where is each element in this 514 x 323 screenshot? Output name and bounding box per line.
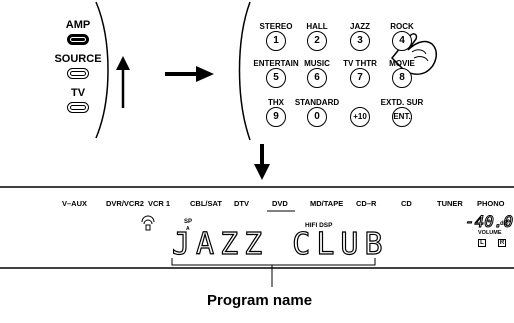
key-6[interactable]: 6 [307, 68, 327, 88]
remote-sensor-body [146, 225, 150, 230]
volume-label: VOLUME [478, 230, 502, 236]
source-v-aux: V–AUX [62, 199, 87, 208]
source-phono: PHONO [477, 199, 505, 208]
program-name-display: JAZZ CLUB [172, 227, 389, 262]
key-plus10[interactable]: +10 [350, 107, 370, 127]
source-tuner: TUNER [437, 199, 463, 208]
source-md-tape: MD/TAPE [310, 199, 343, 208]
source-dtv: DTV [234, 199, 249, 208]
source-cbl-sat: CBL/SAT [190, 199, 222, 208]
key-label-standard: STANDARD [289, 98, 345, 107]
key-4[interactable]: 4 [392, 31, 412, 51]
down-arrow-head [254, 164, 270, 180]
source-cd-r: CD–R [356, 199, 376, 208]
source-vcr1: VCR 1 [148, 199, 170, 208]
key-7[interactable]: 7 [350, 68, 370, 88]
volume-unit: dB [500, 221, 508, 227]
program-name-caption: Program name [207, 292, 312, 309]
key-3[interactable]: 3 [350, 31, 370, 51]
speaker-l-indicator: L [478, 239, 486, 247]
panel-edge-curve [96, 2, 108, 138]
key-2[interactable]: 2 [307, 31, 327, 51]
right-arrow-head [196, 66, 214, 82]
key-ent[interactable]: ENT. [392, 107, 412, 127]
key-5[interactable]: 5 [266, 68, 286, 88]
key-9[interactable]: 9 [266, 107, 286, 127]
remote-sensor-arc-outer [142, 216, 154, 222]
remote-sensor-arc [144, 220, 152, 224]
key-label-extd-sur: EXTD. SUR [374, 98, 430, 107]
key-label-rock: ROCK [374, 22, 430, 31]
source-dvr-vcr2: DVR/VCR2 [106, 199, 144, 208]
source-cd: CD [401, 199, 412, 208]
up-arrow-head [116, 56, 130, 70]
key-1[interactable]: 1 [266, 31, 286, 51]
key-8[interactable]: 8 [392, 68, 412, 88]
key-0[interactable]: 0 [307, 107, 327, 127]
key-label-movie: MOVIE [374, 59, 430, 68]
source-dvd: DVD [272, 199, 288, 208]
indicator-sp: SP [184, 219, 192, 225]
speaker-r-indicator: R [498, 239, 506, 247]
